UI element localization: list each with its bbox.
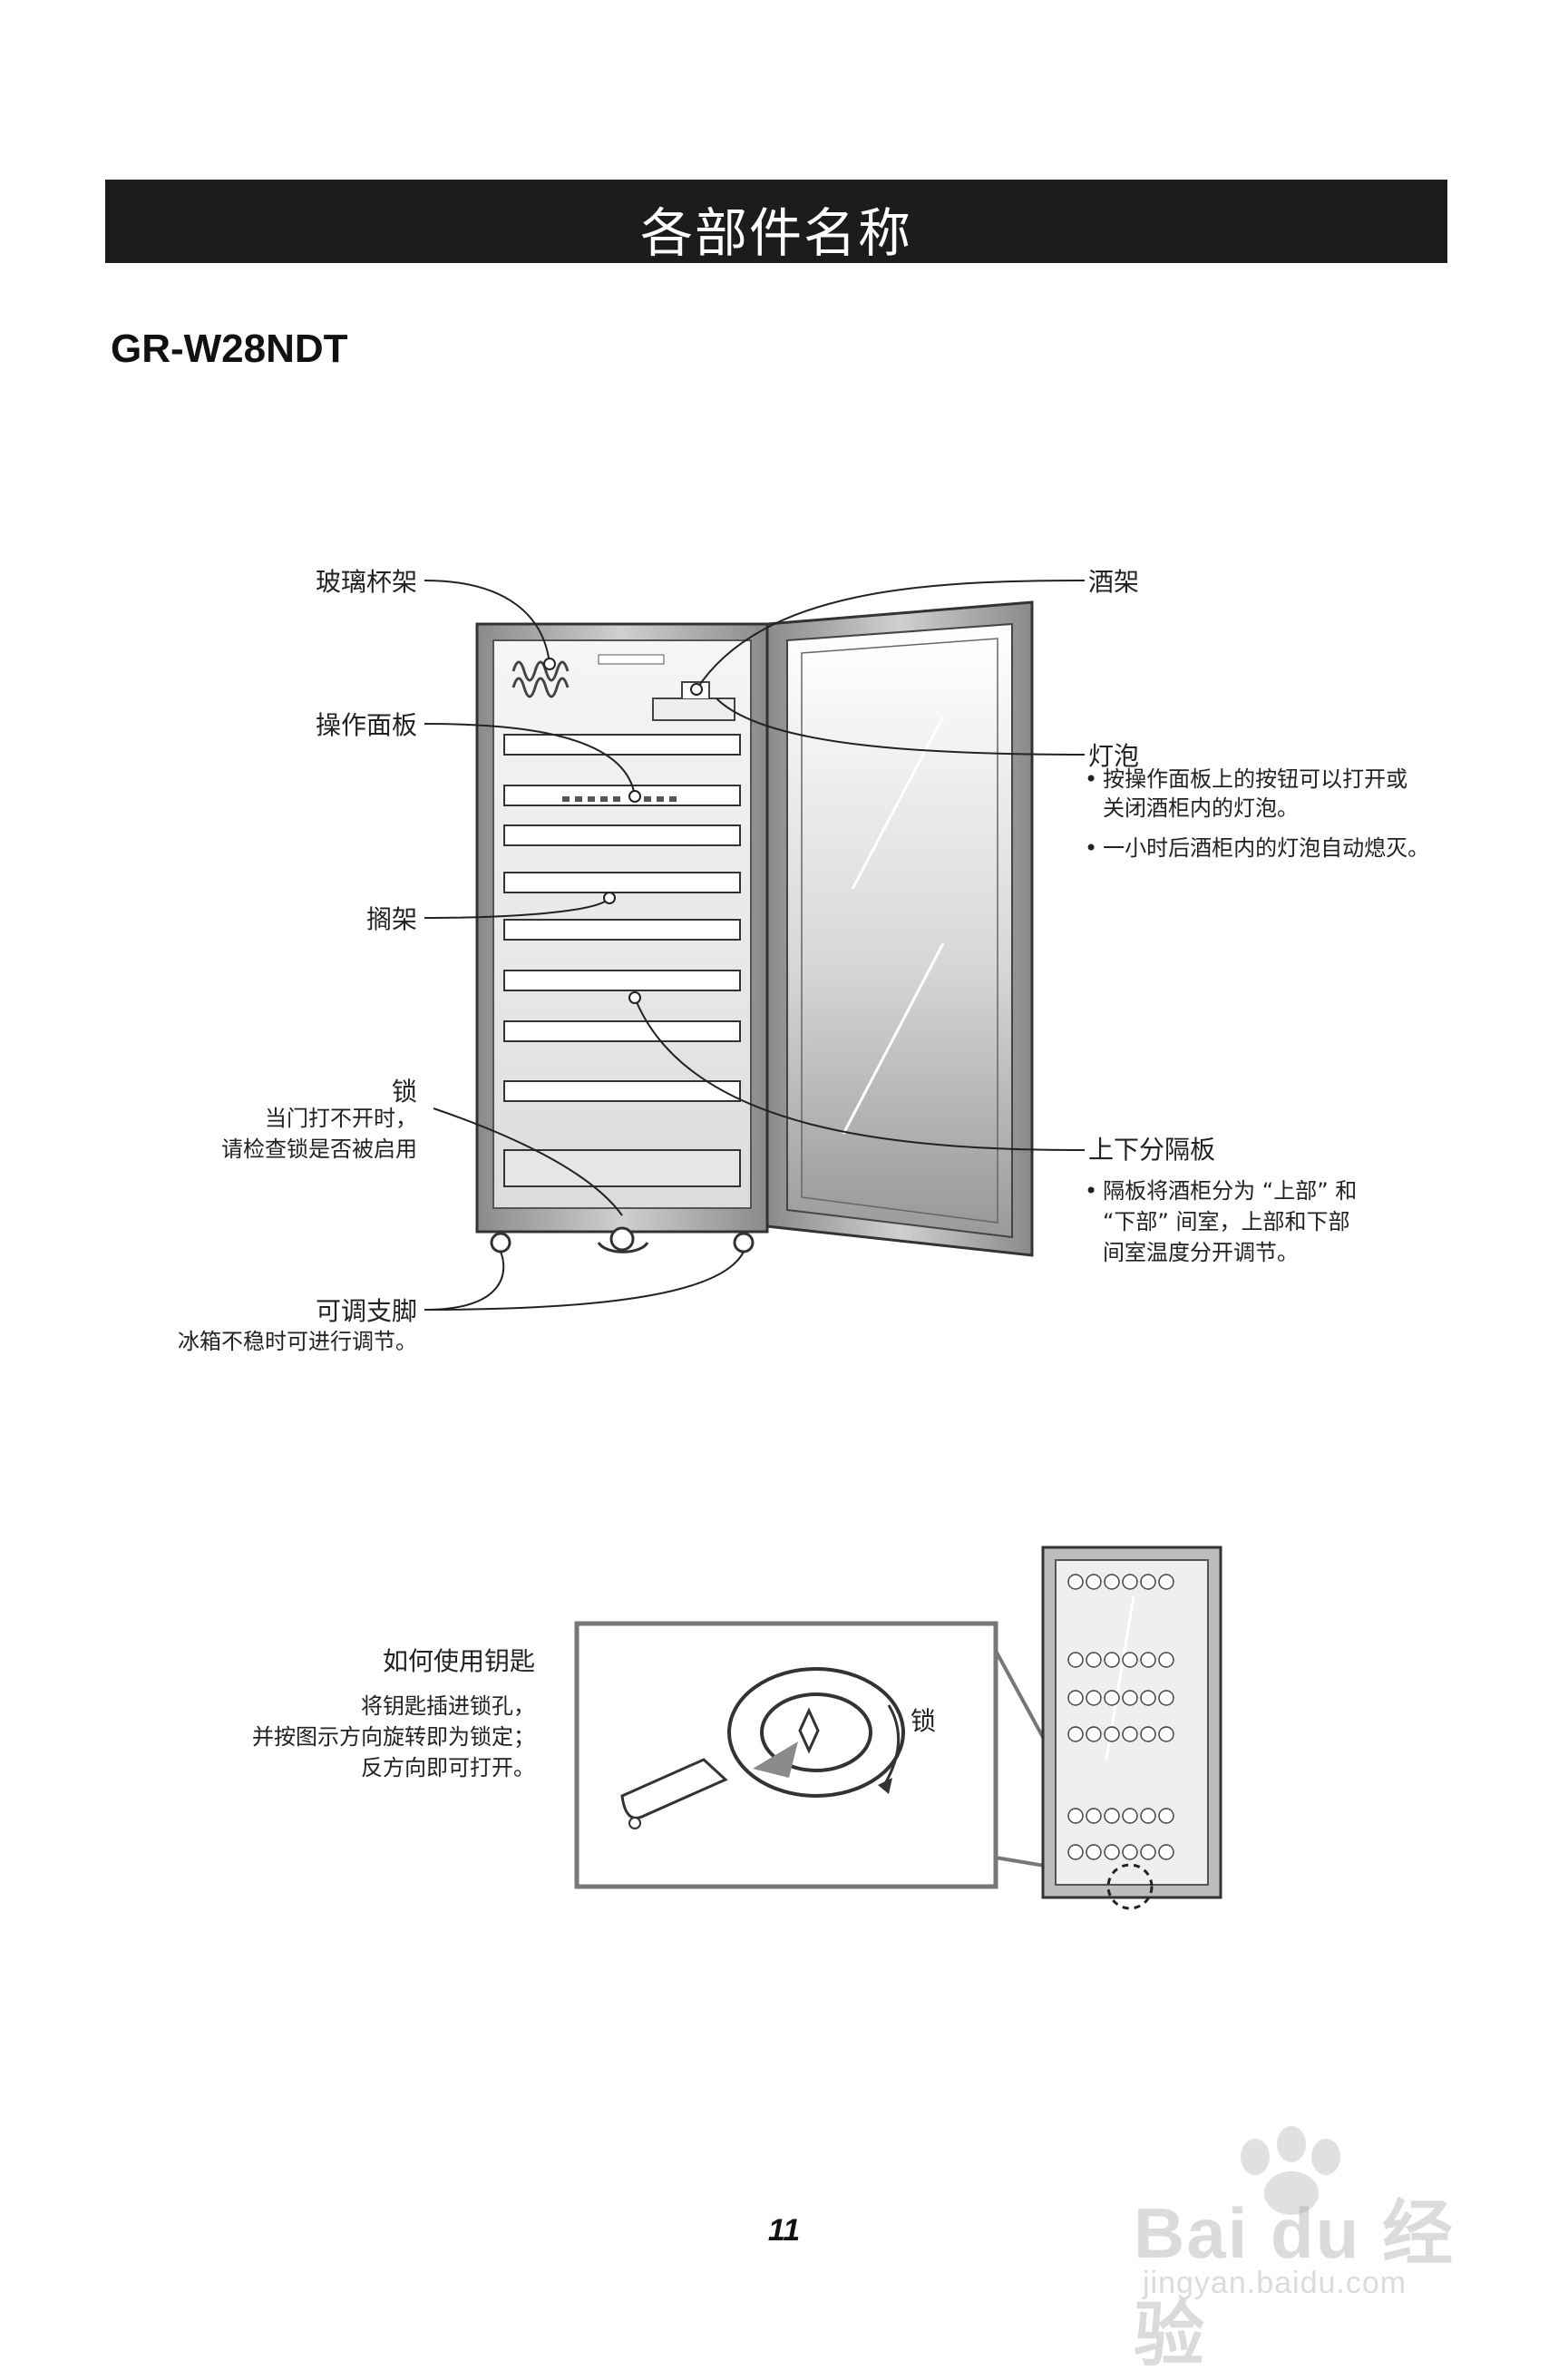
label-wine-rack: 酒架 <box>1088 567 1140 597</box>
label-adjustable-feet: 可调支脚 <box>315 1296 417 1326</box>
watermark-url: jingyan.baidu.com <box>1143 2266 1407 2300</box>
bulb-note-2: 一小时后酒柜内的灯泡自动熄灭。 <box>1085 833 1429 863</box>
bulb-note-1a: 按操作面板上的按钮可以打开或 <box>1085 764 1407 795</box>
adjustable-feet <box>490 1226 755 1253</box>
label-control-panel: 操作面板 <box>315 710 417 740</box>
page-number: 11 <box>767 2213 801 2248</box>
lock-note-line1: 当门打不开时， <box>265 1106 417 1131</box>
lock-note-line2: 请检查锁是否被启用 <box>221 1136 417 1162</box>
section-title: 各部件名称 <box>639 202 912 264</box>
watermark: Bai du 经验 jingyan.baidu.com <box>1134 2141 1496 2375</box>
section-title-banner: 各部件名称 <box>105 180 1447 264</box>
open-door <box>765 600 1034 1257</box>
key-usage-title: 如何使用钥匙 <box>382 1646 535 1676</box>
feet-note: 冰箱不稳时可进行调节。 <box>178 1329 417 1354</box>
control-panel-display <box>562 796 677 802</box>
label-shelf: 搁架 <box>365 904 417 934</box>
leader-lines <box>424 580 1086 1311</box>
label-lock: 锁 <box>391 1077 417 1107</box>
key-usage-line2: 并按图示方向旋转即为锁定； <box>252 1724 535 1750</box>
bulb-note-1b: 关闭酒柜内的灯泡。 <box>1103 795 1299 821</box>
model-number: GR-W28NDT <box>111 327 348 371</box>
key-usage-line3: 反方向即可打开。 <box>361 1755 535 1780</box>
watermark-paw-icon <box>1241 2126 1340 2215</box>
key-usage-figure <box>574 1621 1117 1889</box>
label-divider: 上下分隔板 <box>1088 1135 1216 1165</box>
label-glass-rack: 玻璃杯架 <box>315 567 417 597</box>
cabinet-front-view <box>1041 1546 1222 1910</box>
divider-note-a: 隔板将酒柜分为 “上部” 和 <box>1085 1175 1357 1206</box>
divider-note-c: 间室温度分开调节。 <box>1103 1240 1299 1265</box>
key-usage-line1: 将钥匙插进锁孔， <box>361 1693 535 1719</box>
shelves <box>503 734 741 1187</box>
divider-note-b: “下部” 间室，上部和下部 <box>1103 1209 1350 1234</box>
key-lock-label: 锁 <box>911 1706 937 1736</box>
